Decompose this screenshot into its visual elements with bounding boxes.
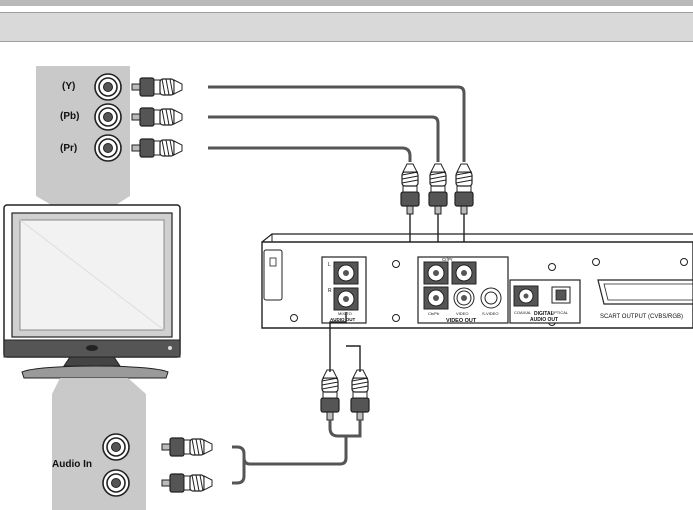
pb-input-label: (Pb) (60, 111, 79, 122)
tv-audio-left-jack (102, 433, 130, 461)
pr-input-label: (Pr) (60, 143, 77, 154)
audio-out-label: AUDIO OUT (330, 317, 356, 322)
coaxial-label: COAXIAL (514, 310, 532, 315)
tv-audio-input-panel (52, 378, 146, 510)
scart-connector (597, 279, 693, 305)
tv-pr-jack (94, 134, 122, 162)
tv-y-jack (94, 73, 122, 101)
svideo-label: S-VIDEO (482, 311, 498, 316)
audio-left-plug-player-end (320, 369, 340, 421)
y-plug-player-end (454, 163, 474, 215)
pb-plug-player-end (428, 163, 448, 215)
audio-mix-label: MIX/TO (338, 311, 352, 316)
optical-jack (551, 286, 571, 304)
video-label: VIDEO (456, 311, 468, 316)
audio-in-label: Audio In (52, 459, 92, 470)
audio-out-jack-right (333, 287, 359, 311)
audio-l-label: L (328, 262, 331, 268)
pb-plug-tv-end (131, 107, 183, 127)
audio-right-plug-tv-end (161, 473, 213, 493)
top-rule (0, 0, 693, 6)
tv-pb-jack (94, 103, 122, 131)
y-plug-tv-end (131, 77, 183, 97)
tv-video-input-panel (36, 66, 130, 210)
optical-label: OPTICAL (551, 310, 569, 315)
cb-pb-label: Cb/Pb (428, 311, 440, 316)
audio-cables (232, 420, 362, 485)
cr-pr-label: Cr/Pr (442, 257, 453, 262)
component-video-cables (208, 85, 466, 162)
video-out-label: VIDEO OUT (446, 318, 477, 324)
header-bar (0, 12, 693, 42)
audio-out-jack-left (333, 261, 359, 285)
scart-label: SCART OUTPUT (CVBS/RGB) (600, 314, 683, 320)
y-input-label: (Y) (62, 81, 75, 92)
tv-illustration (3, 204, 181, 379)
audio-plug-leads (329, 312, 361, 372)
digital-audio-out-label: AUDIO OUT (530, 317, 558, 323)
audio-right-plug-player-end (350, 369, 370, 421)
audio-left-plug-tv-end (161, 437, 213, 457)
digital-label: DIGITAL (534, 311, 554, 317)
pr-plug-player-end (400, 163, 420, 215)
tv-audio-right-jack (102, 469, 130, 497)
audio-r-label: R (328, 288, 332, 294)
coaxial-jack (513, 285, 539, 307)
pr-plug-tv-end (131, 138, 183, 158)
